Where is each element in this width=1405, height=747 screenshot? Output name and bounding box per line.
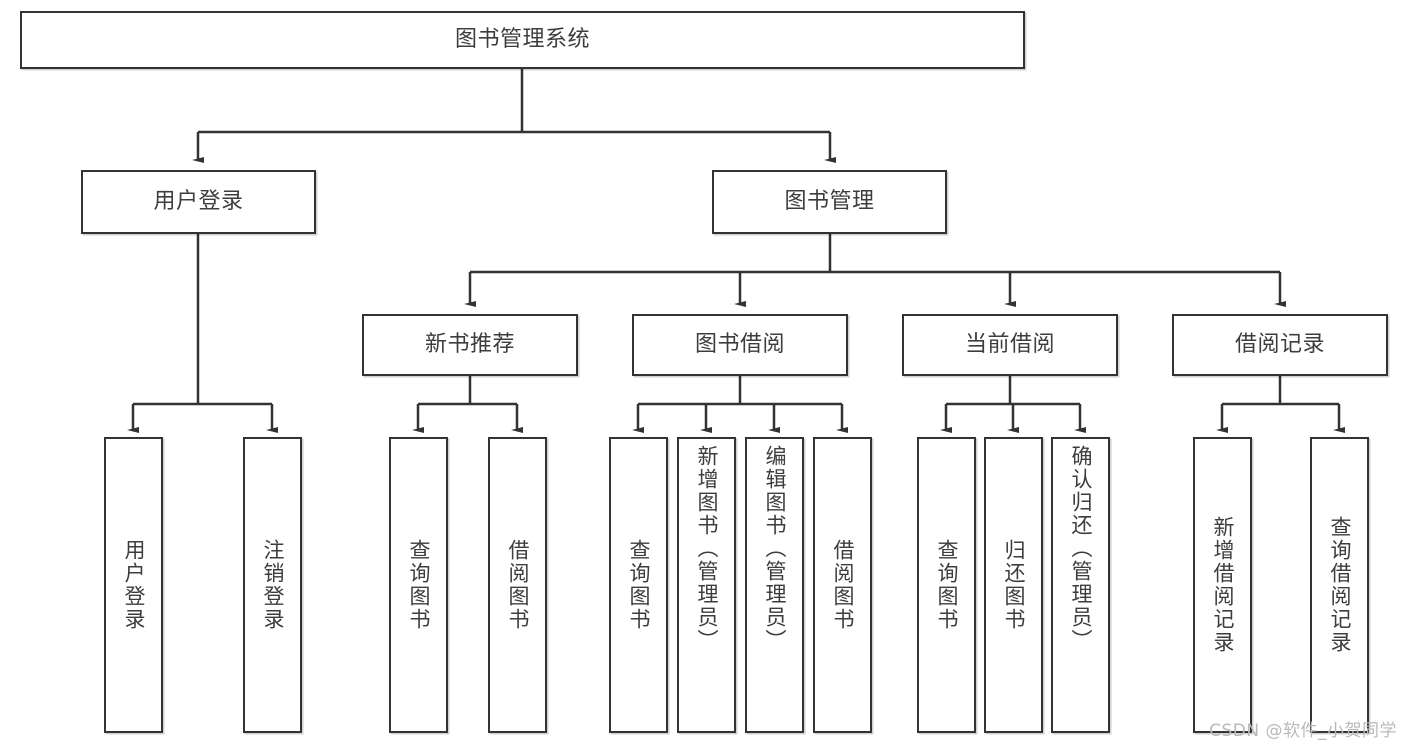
node-label: 图书借阅 [694, 332, 785, 358]
node-label: 新增借阅记录 [1211, 516, 1235, 654]
node-leaf-query-book-borrow[interactable]: 查询图书 [609, 437, 668, 733]
node-label: 新增图书（管理员） [695, 445, 719, 652]
node-book-management[interactable]: 图书管理 [712, 170, 947, 234]
node-label: 借阅图书 [506, 539, 530, 631]
node-label: 新书推荐 [424, 332, 515, 358]
node-label: 用户登录 [122, 539, 146, 631]
node-leaf-confirm-return-admin[interactable]: 确认归还（管理员） [1051, 437, 1110, 733]
node-label: 确认归还（管理员） [1069, 445, 1093, 652]
node-borrow-record[interactable]: 借阅记录 [1172, 314, 1388, 376]
node-label: 图书管理 [784, 189, 875, 215]
node-label: 查询图书 [935, 539, 959, 631]
node-label: 用户登录 [153, 189, 244, 215]
node-leaf-borrow-book-recommend[interactable]: 借阅图书 [488, 437, 547, 733]
node-label: 借阅记录 [1234, 332, 1325, 358]
node-leaf-add-borrow-record[interactable]: 新增借阅记录 [1193, 437, 1252, 733]
node-label: 查询图书 [407, 539, 431, 631]
node-leaf-query-borrow-record[interactable]: 查询借阅记录 [1310, 437, 1369, 733]
node-leaf-query-book-current[interactable]: 查询图书 [917, 437, 976, 733]
node-label: 当前借阅 [964, 332, 1055, 358]
node-leaf-edit-book-admin[interactable]: 编辑图书（管理员） [745, 437, 804, 733]
node-new-book-recommend[interactable]: 新书推荐 [362, 314, 578, 376]
node-user-login[interactable]: 用户登录 [81, 170, 316, 234]
node-label: 借阅图书 [831, 539, 855, 631]
node-leaf-query-book-recommend[interactable]: 查询图书 [389, 437, 448, 733]
node-book-borrow[interactable]: 图书借阅 [632, 314, 848, 376]
node-label: 图书管理系统 [454, 27, 590, 53]
node-label: 归还图书 [1002, 539, 1026, 631]
node-current-borrow[interactable]: 当前借阅 [902, 314, 1118, 376]
node-leaf-logout[interactable]: 注销登录 [243, 437, 302, 733]
node-leaf-add-book-admin[interactable]: 新增图书（管理员） [677, 437, 736, 733]
node-label: 查询图书 [627, 539, 651, 631]
node-leaf-user-login[interactable]: 用户登录 [104, 437, 163, 733]
node-label: 编辑图书（管理员） [763, 445, 787, 652]
node-leaf-borrow-book[interactable]: 借阅图书 [813, 437, 872, 733]
node-label: 注销登录 [261, 539, 285, 631]
node-leaf-return-book[interactable]: 归还图书 [984, 437, 1043, 733]
node-label: 查询借阅记录 [1328, 516, 1352, 654]
node-root-book-management-system[interactable]: 图书管理系统 [20, 11, 1025, 69]
